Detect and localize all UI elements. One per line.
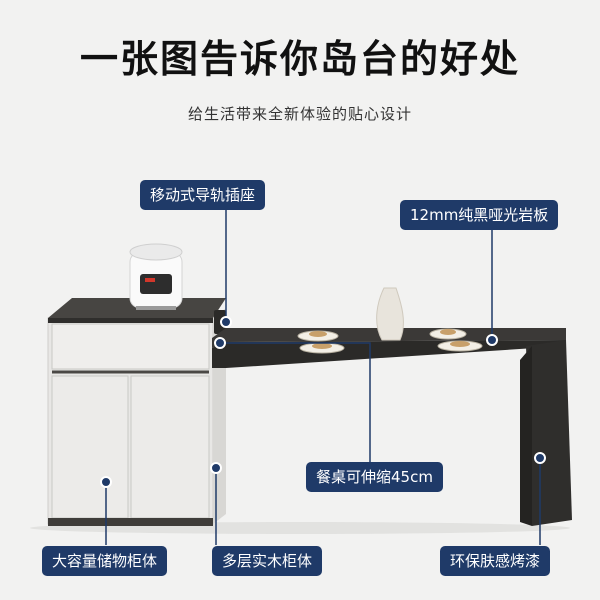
rice-cooker-icon bbox=[129, 243, 183, 310]
callout-storage: 大容量储物柜体 bbox=[42, 546, 168, 576]
callout-leader-lines bbox=[105, 210, 541, 545]
callout-extend: 餐桌可伸缩45cm bbox=[306, 462, 443, 492]
cabinet-door-right bbox=[130, 375, 210, 519]
cabinet-door-left bbox=[51, 375, 129, 519]
cabinet-drawer bbox=[51, 323, 210, 370]
callout-socket: 移动式导轨插座 bbox=[140, 180, 266, 210]
vase-icon bbox=[376, 287, 404, 341]
callout-paint: 环保肤感烤漆 bbox=[440, 546, 551, 576]
page-title: 一张图告诉你岛台的好处 bbox=[79, 37, 520, 81]
callout-slate: 12mm纯黑哑光岩板 bbox=[400, 200, 559, 230]
cabinet-base bbox=[48, 518, 213, 526]
plate-icons bbox=[297, 328, 483, 354]
cabinet bbox=[47, 308, 226, 526]
callout-dots bbox=[100, 316, 546, 488]
page-subtitle: 给生活带来全新体验的贴心设计 bbox=[187, 105, 412, 123]
dining-table bbox=[212, 328, 572, 526]
callout-wood: 多层实木柜体 bbox=[212, 546, 323, 576]
table-leg bbox=[526, 340, 572, 526]
